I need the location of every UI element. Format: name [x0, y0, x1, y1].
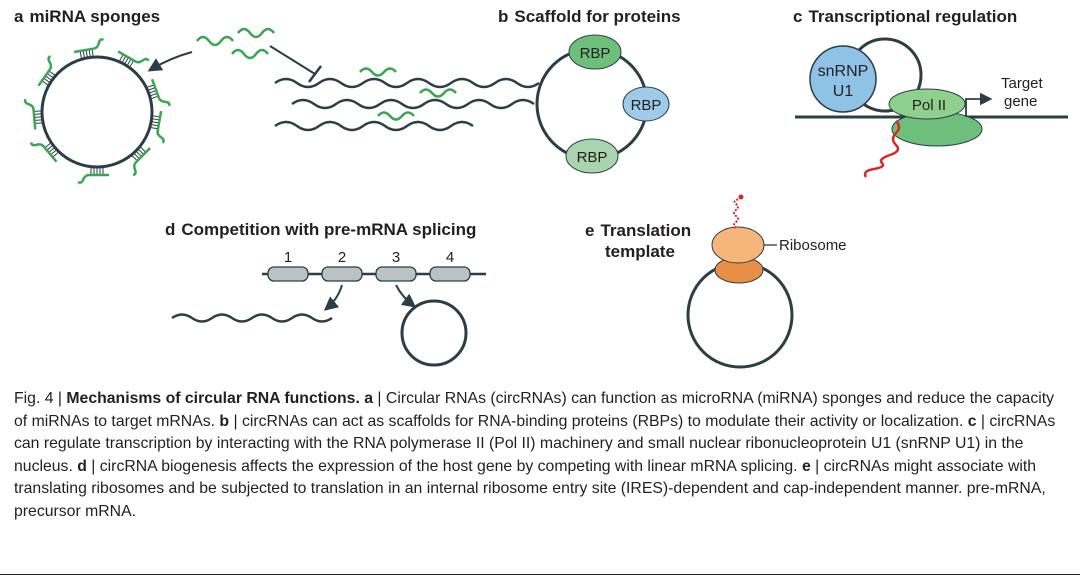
pol-ii-upper-lobe	[888, 88, 966, 120]
linear-mrna-arrow	[323, 284, 343, 311]
caption-d-text: | circRNA biogenesis affects the express…	[86, 457, 802, 475]
panel-a-title-text: miRNA sponges	[29, 7, 161, 26]
target-mrna-2	[291, 98, 535, 110]
bound-mirna-group	[23, 38, 171, 184]
snrnp-u1-complex	[809, 45, 877, 113]
ribosome-large-subunit	[711, 226, 765, 264]
circrna-arrow	[395, 284, 417, 308]
panel-a-letter: a	[14, 7, 24, 26]
panel-b-drawing: RBP RBP RBP	[535, 34, 670, 174]
caption-c-text: | circRNAs can regulate transcription by…	[14, 412, 1056, 475]
spliced-circrna	[400, 299, 468, 367]
inhibition-line	[269, 45, 316, 75]
bound-mirna	[117, 50, 150, 67]
panel-a-drawing	[23, 27, 540, 184]
target-gene-label-line2: gene	[1004, 93, 1037, 110]
caption-a-text: | Circular RNAs (circRNAs) can function …	[14, 390, 1055, 430]
target-mirna-3	[377, 111, 415, 121]
panel-a-title: a miRNA sponges	[14, 7, 160, 27]
exon-1: 1	[267, 249, 309, 282]
panel-c-letter: c	[793, 7, 803, 26]
exon-2-label: 2	[338, 249, 346, 266]
target-mrna-3	[274, 120, 474, 132]
panel-b-title-text: Scaffold for proteins	[514, 7, 681, 26]
panel-e-title-line2: template	[605, 242, 675, 261]
panel-e-drawing: Ribosome	[686, 194, 847, 369]
caption-e-letter: e	[801, 457, 811, 475]
panel-d-title-text: Competition with pre-mRNA splicing	[181, 220, 477, 239]
caption-e-text: | circRNAs might associate with translat…	[14, 457, 1046, 520]
figure-canvas: RBP RBP RBP snRNP U1 Pol II Target gene	[23, 27, 1068, 369]
caption-a-letter: a	[364, 390, 374, 407]
target-mirna-1	[359, 67, 397, 77]
exon-3: 3	[375, 249, 417, 282]
panel-b-title: b Scaffold for proteins	[498, 7, 681, 27]
linear-mrna	[171, 313, 333, 323]
circrna-sponge-circle	[40, 55, 154, 169]
target-mirna-2	[419, 88, 457, 98]
panel-e-title: e Translation template	[585, 220, 691, 262]
caption-b-text: | circRNAs can act as scaffolds for RNA-…	[229, 412, 968, 430]
panel-e-title-line1: Translation	[600, 221, 692, 240]
bound-mirna	[23, 98, 42, 130]
target-gene-arrow	[965, 92, 993, 117]
exon-4: 4	[429, 249, 471, 282]
rbp-bottom	[565, 138, 619, 174]
caption-b-letter: b	[219, 412, 230, 430]
bound-mirna	[132, 147, 151, 177]
pol-ii-label: Pol II	[912, 97, 946, 114]
rbp-right-label: RBP	[631, 97, 662, 114]
panel-c-title: c Transcriptional regulation	[793, 7, 1017, 27]
bound-mirna	[147, 78, 171, 107]
bound-mirna	[77, 168, 109, 184]
snrnp-label-line1: snRNP	[818, 63, 869, 80]
nascent-rna	[863, 120, 901, 178]
panel-c-title-text: Transcriptional regulation	[808, 7, 1018, 26]
rbp-bottom-label: RBP	[577, 149, 608, 166]
rbp-right	[622, 86, 670, 122]
panel-e-letter: e	[585, 221, 595, 240]
caption-fig-label: Fig. 4 |	[14, 390, 67, 407]
exon-1-label: 1	[284, 249, 292, 266]
nascent-peptide	[733, 198, 740, 229]
bound-mirna	[74, 38, 105, 58]
rbp-top-label: RBP	[580, 45, 611, 62]
figure: RBP RBP RBP snRNP U1 Pol II Target gene	[14, 7, 1068, 369]
caption-title: Mechanisms of circular RNA functions.	[66, 390, 365, 407]
bound-mirna	[151, 110, 165, 144]
snrnp-label-line2: U1	[833, 83, 854, 100]
target-mrna-1	[274, 77, 540, 89]
bound-mirna	[37, 55, 55, 87]
bottom-rule	[0, 574, 1080, 575]
bound-mirna	[29, 142, 59, 163]
free-mirna-2	[237, 27, 275, 39]
caption-c-letter: c	[967, 412, 977, 430]
ribosome-label: Ribosome	[779, 237, 847, 254]
panel-c-drawing: snRNP U1 Pol II Target gene	[795, 37, 1068, 178]
peptide-tip	[738, 194, 744, 200]
panel-d-drawing: 1 2 3 4	[171, 249, 486, 367]
exon-2: 2	[321, 249, 363, 282]
panel-d-letter: d	[165, 220, 176, 239]
figure-caption: Fig. 4 | Mechanisms of circular RNA func…	[14, 388, 1070, 524]
inhibition-bar	[308, 65, 322, 83]
exon-4-label: 4	[446, 249, 454, 266]
caption-d-letter: d	[77, 457, 87, 475]
panel-d-title: d Competition with pre-mRNA splicing	[165, 220, 476, 240]
target-gene-label-line1: Target	[1001, 75, 1044, 92]
rbp-top	[568, 34, 622, 70]
exon-3-label: 3	[392, 249, 400, 266]
sponge-arrow	[147, 51, 193, 72]
panel-b-letter: b	[498, 7, 509, 26]
free-mirna-3	[231, 48, 269, 60]
free-mirna-1	[196, 35, 234, 47]
